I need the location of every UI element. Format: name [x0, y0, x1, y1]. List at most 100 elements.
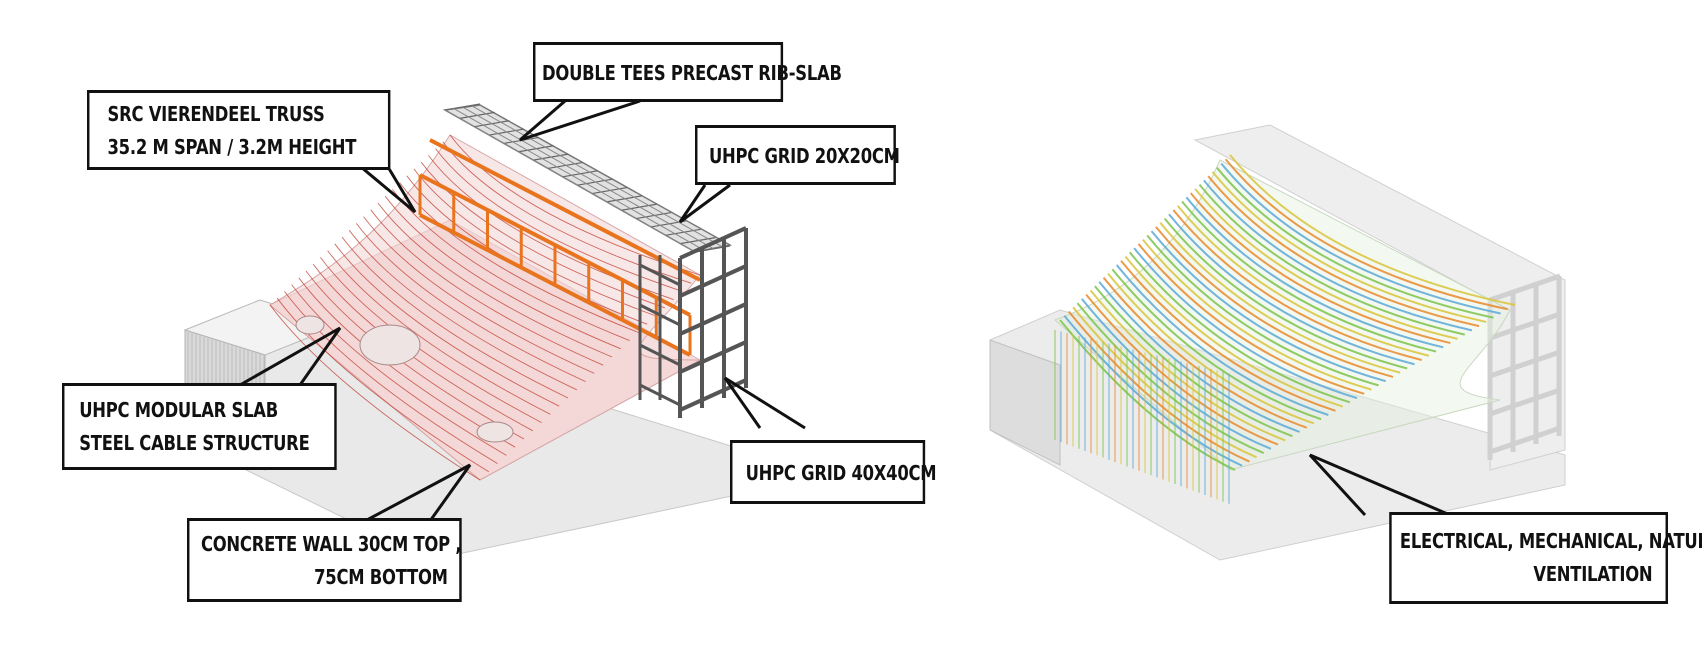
- service-duct-line: [1163, 217, 1408, 370]
- service-duct-line: [1115, 264, 1329, 416]
- truss-chord: [429, 138, 701, 282]
- right-frame-beam: [1489, 425, 1561, 455]
- cable-line: [413, 168, 657, 317]
- roof-ribs: [444, 103, 731, 253]
- label-concrete-wall-1: CONCRETE WALL 30CM TOP ,: [200, 532, 462, 556]
- service-duct-line: [1098, 281, 1300, 433]
- service-duct-line: [1172, 209, 1422, 361]
- rib-longitudinal: [444, 109, 696, 253]
- callout-src-truss: SRC VIERENDEEL TRUSS 35.2 M SPAN / 3.2M …: [87, 90, 391, 170]
- callout-leaders: [239, 99, 1451, 523]
- rib-longitudinal: [471, 105, 723, 248]
- service-duct-line: [1181, 200, 1437, 353]
- cable-line: [341, 236, 569, 399]
- right-frame-beam: [1489, 387, 1561, 417]
- callout-uhpc-grid-20: UHPC GRID 20X20CM: [695, 125, 900, 185]
- right-frame-beam: [1489, 273, 1561, 303]
- service-duct-line: [1159, 222, 1401, 374]
- leader-uhpc-modular: [239, 326, 342, 387]
- label-src-truss-1: SRC VIERENDEEL TRUSS: [107, 102, 325, 126]
- service-duct-line: [1124, 255, 1343, 408]
- service-duct-line: [1085, 293, 1279, 446]
- label-uhpc-grid-20: UHPC GRID 20X20CM: [708, 144, 900, 168]
- callout-uhpc-modular: UHPC MODULAR SLAB STEEL CABLE STRUCTURE: [62, 383, 337, 470]
- leader-uhpc-grid-40: [723, 376, 806, 430]
- service-duct-line: [1216, 167, 1494, 319]
- right-frame-beam: [1489, 349, 1561, 379]
- leader-services: [1308, 453, 1451, 517]
- frame-beam: [679, 302, 747, 336]
- service-duct-line: [1211, 171, 1487, 323]
- service-duct-line: [1094, 285, 1293, 438]
- cable-line: [370, 209, 604, 366]
- cable-line: [334, 243, 560, 407]
- cable-line: [363, 216, 595, 374]
- service-duct-line: [1137, 243, 1365, 395]
- rib-line: [444, 103, 481, 111]
- label-concrete-wall-2: 75CM BOTTOM: [314, 565, 448, 589]
- service-duct-line: [1229, 154, 1516, 306]
- service-duct-line: [1063, 315, 1243, 467]
- service-duct-line: [1189, 192, 1451, 345]
- service-duct-line: [1067, 310, 1250, 463]
- service-duct-line: [1142, 238, 1372, 391]
- label-src-truss-2: 35.2 M SPAN / 3.2M HEIGHT: [107, 135, 357, 159]
- cable-line: [384, 195, 621, 350]
- service-duct-line: [1194, 188, 1458, 340]
- cable-line: [356, 223, 586, 383]
- service-duct-line: [1111, 268, 1322, 421]
- service-duct-line: [1185, 196, 1444, 349]
- cable-line: [327, 250, 551, 415]
- service-duct-line: [1203, 179, 1473, 332]
- service-duct-line: [1150, 230, 1387, 383]
- service-duct-line: [1198, 183, 1465, 336]
- service-duct-line: [1176, 205, 1430, 357]
- left-structure-model: [183, 103, 761, 561]
- service-duct-line: [1224, 158, 1509, 311]
- cable-line: [399, 182, 639, 333]
- slab-opening-front: [476, 421, 514, 443]
- leader-concrete-wall: [364, 463, 472, 523]
- service-duct-line: [1220, 162, 1501, 315]
- frame-beam: [679, 340, 747, 374]
- rib-line: [636, 211, 672, 220]
- service-duct-line: [1081, 298, 1272, 450]
- cable-line: [284, 291, 498, 464]
- callout-concrete-wall: CONCRETE WALL 30CM TOP , 75CM BOTTOM: [187, 518, 462, 602]
- slab-opening-small: [295, 315, 325, 335]
- frame-beam: [679, 264, 747, 298]
- service-duct-line: [1089, 289, 1286, 442]
- service-duct-line: [1107, 272, 1315, 425]
- cable-line: [449, 134, 701, 276]
- service-duct-line: [1072, 306, 1257, 459]
- service-ducts: [1054, 154, 1516, 504]
- cable-line: [348, 229, 577, 391]
- service-duct-line: [1120, 260, 1336, 412]
- uhpc-grid-frame: [638, 226, 748, 418]
- service-duct-line: [1133, 247, 1358, 400]
- cable-line: [435, 148, 683, 292]
- right-frame-grid: [1487, 273, 1562, 460]
- right-frame-beam: [1489, 311, 1561, 341]
- service-duct-line: [1207, 175, 1480, 328]
- callout-services: ELECTRICAL, MECHANICAL, NATURAL VENTILAT…: [1389, 512, 1702, 604]
- rib-longitudinal: [453, 108, 705, 251]
- service-duct-line: [1168, 213, 1415, 366]
- cable-line: [392, 189, 630, 342]
- service-duct-line: [1128, 251, 1351, 404]
- leader-uhpc-grid-20: [678, 183, 731, 224]
- label-services-1: ELECTRICAL, MECHANICAL, NATURAL: [1399, 529, 1702, 553]
- rib-line: [665, 228, 701, 236]
- leader-double-tees: [519, 99, 641, 142]
- label-double-tees: DOUBLE TEES PRECAST RIB-SLAB: [542, 61, 842, 85]
- cable-line: [377, 202, 613, 358]
- callout-uhpc-grid-40: UHPC GRID 40X40CM: [730, 440, 937, 504]
- label-services-2: VENTILATION: [1533, 562, 1653, 586]
- frame-beam: [679, 226, 747, 260]
- label-uhpc-modular-1: UHPC MODULAR SLAB: [79, 398, 278, 422]
- rib-line: [680, 237, 716, 245]
- service-duct-line: [1155, 226, 1394, 378]
- service-duct-line: [1059, 319, 1236, 471]
